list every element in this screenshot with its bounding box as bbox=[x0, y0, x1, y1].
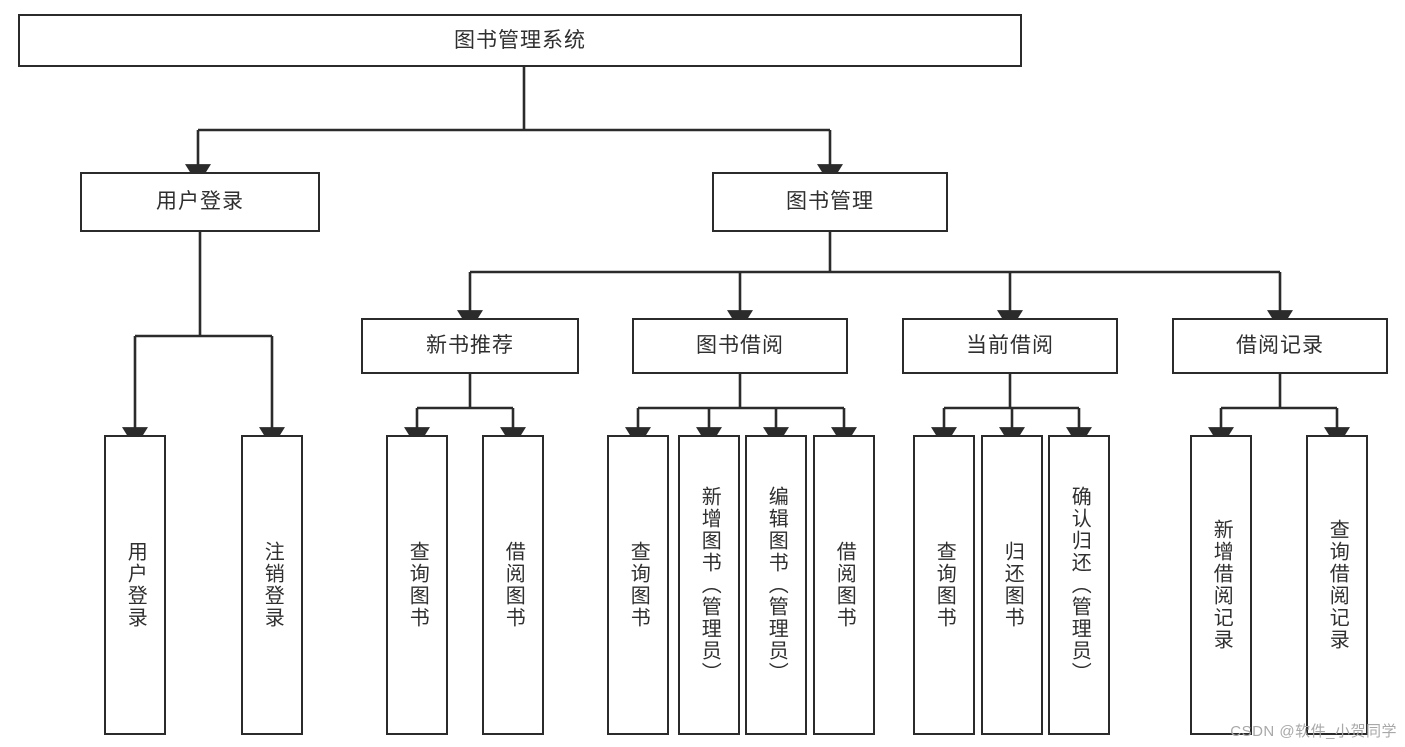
node-leaf-return-book-label: 归还图书 bbox=[1001, 541, 1024, 629]
node-user-login[interactable]: 用户登录 bbox=[80, 172, 320, 232]
node-borrow-record-label: 借阅记录 bbox=[1236, 334, 1324, 358]
node-leaf-logout-label: 注销登录 bbox=[261, 541, 284, 629]
watermark: CSDN @软件_小贺同学 bbox=[1230, 723, 1397, 740]
node-leaf-query-book-1[interactable]: 查询图书 bbox=[386, 435, 448, 735]
node-leaf-edit-book[interactable]: 编辑图书（管理员） bbox=[745, 435, 807, 735]
node-book-borrow[interactable]: 图书借阅 bbox=[632, 318, 848, 374]
node-leaf-add-book[interactable]: 新增图书（管理员） bbox=[678, 435, 740, 735]
node-leaf-add-record[interactable]: 新增借阅记录 bbox=[1190, 435, 1252, 735]
node-borrow-record[interactable]: 借阅记录 bbox=[1172, 318, 1388, 374]
node-leaf-query-book-3[interactable]: 查询图书 bbox=[913, 435, 975, 735]
node-leaf-borrow-book-2-label: 借阅图书 bbox=[833, 541, 856, 629]
node-leaf-add-book-label: 新增图书（管理员） bbox=[698, 486, 721, 684]
node-current-borrow-label: 当前借阅 bbox=[966, 334, 1054, 358]
node-leaf-query-book-2[interactable]: 查询图书 bbox=[607, 435, 669, 735]
node-current-borrow[interactable]: 当前借阅 bbox=[902, 318, 1118, 374]
node-book-borrow-label: 图书借阅 bbox=[696, 334, 784, 358]
node-leaf-confirm-return-label: 确认归还（管理员） bbox=[1068, 486, 1091, 684]
node-leaf-borrow-book-1-label: 借阅图书 bbox=[502, 541, 525, 629]
node-leaf-query-record[interactable]: 查询借阅记录 bbox=[1306, 435, 1368, 735]
node-root-label: 图书管理系统 bbox=[454, 28, 586, 52]
node-root[interactable]: 图书管理系统 bbox=[18, 14, 1022, 67]
node-leaf-query-book-1-label: 查询图书 bbox=[406, 541, 429, 629]
node-leaf-edit-book-label: 编辑图书（管理员） bbox=[765, 486, 788, 684]
node-user-login-label: 用户登录 bbox=[156, 190, 244, 214]
node-leaf-return-book[interactable]: 归还图书 bbox=[981, 435, 1043, 735]
node-leaf-borrow-book-2[interactable]: 借阅图书 bbox=[813, 435, 875, 735]
node-book-manage-label: 图书管理 bbox=[786, 190, 874, 214]
node-leaf-user-login-label: 用户登录 bbox=[124, 541, 147, 629]
node-leaf-query-book-3-label: 查询图书 bbox=[933, 541, 956, 629]
node-leaf-logout[interactable]: 注销登录 bbox=[241, 435, 303, 735]
node-new-book-recommend-label: 新书推荐 bbox=[426, 334, 514, 358]
node-leaf-user-login[interactable]: 用户登录 bbox=[104, 435, 166, 735]
node-leaf-query-book-2-label: 查询图书 bbox=[627, 541, 650, 629]
node-leaf-query-record-label: 查询借阅记录 bbox=[1326, 519, 1349, 651]
node-book-manage[interactable]: 图书管理 bbox=[712, 172, 948, 232]
node-leaf-confirm-return[interactable]: 确认归还（管理员） bbox=[1048, 435, 1110, 735]
node-leaf-borrow-book-1[interactable]: 借阅图书 bbox=[482, 435, 544, 735]
node-new-book-recommend[interactable]: 新书推荐 bbox=[361, 318, 579, 374]
node-leaf-add-record-label: 新增借阅记录 bbox=[1210, 519, 1233, 651]
